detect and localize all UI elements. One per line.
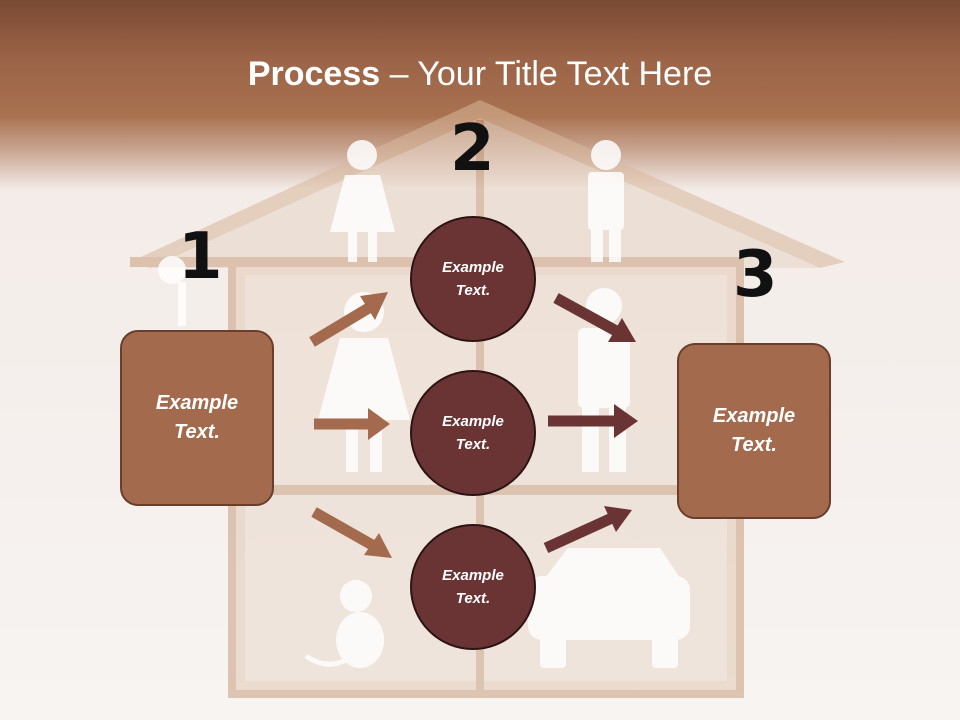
- arrow-icon: [314, 408, 390, 440]
- arrow-icon: [309, 292, 388, 347]
- step-2-circle-top: Example Text.: [410, 216, 536, 342]
- step-3-box: Example Text.: [677, 343, 831, 519]
- arrow-icon: [543, 506, 632, 554]
- step-1-box: Example Text.: [120, 330, 274, 506]
- dog-icon: [304, 580, 384, 668]
- arrow-icon: [548, 404, 638, 438]
- step-1-number: 1: [178, 220, 223, 294]
- title-rest: – Your Title Text Here: [380, 55, 713, 93]
- step-2-circle-middle: Example Text.: [410, 370, 536, 496]
- title-bold: Process: [247, 55, 381, 93]
- page-title: Process – Your Title Text Here: [0, 52, 960, 96]
- car-icon: [528, 548, 690, 668]
- girl-icon: [330, 140, 395, 262]
- step-3-number: 3: [733, 238, 778, 312]
- arrow-icon: [311, 507, 392, 558]
- arrow-icon: [553, 293, 636, 342]
- step-2-number: 2: [450, 112, 495, 186]
- boy-icon: [588, 140, 624, 262]
- step-2-circle-bottom: Example Text.: [410, 524, 536, 650]
